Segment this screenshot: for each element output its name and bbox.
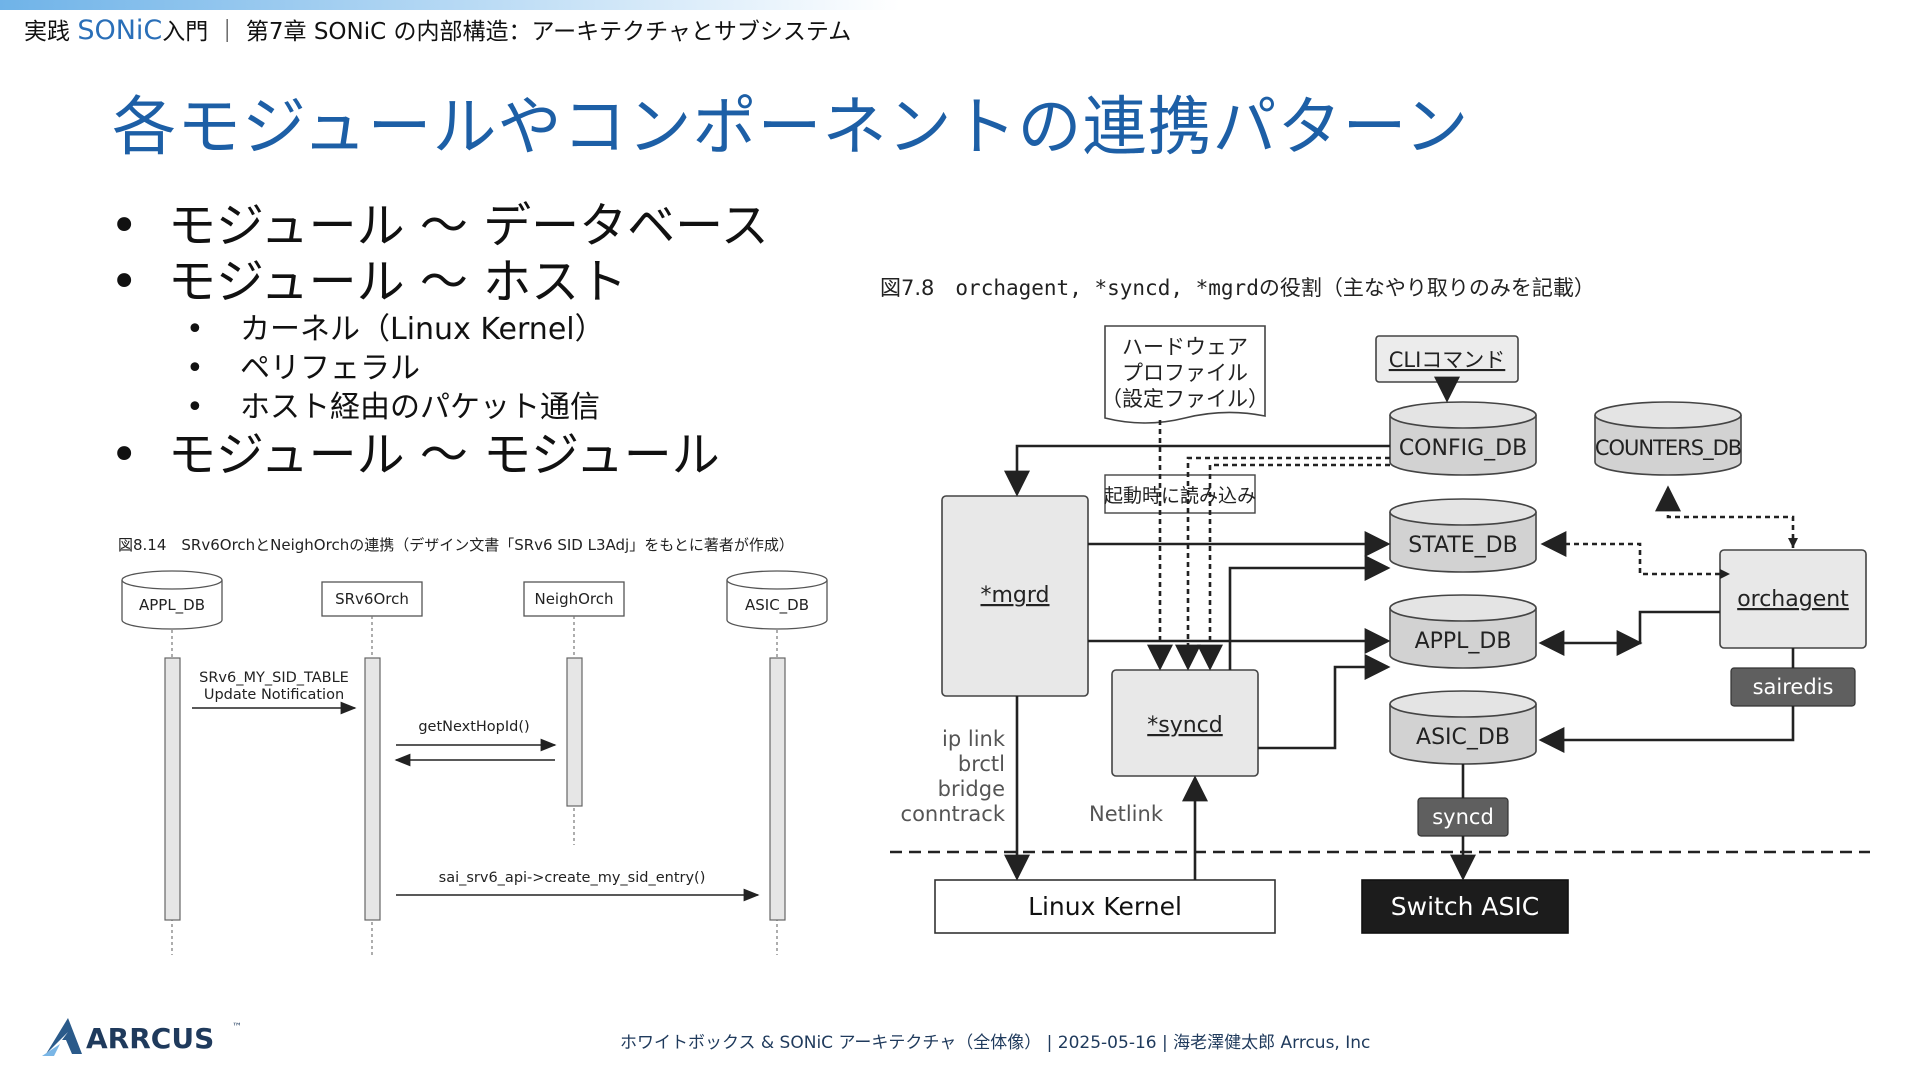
dashed-connectors <box>1147 420 1795 671</box>
host-tool-bridge: bridge <box>938 777 1005 801</box>
seq-participant-appl-db: APPL_DB <box>121 570 223 630</box>
bullet-item: モジュール 〜 ホスト <box>108 254 808 310</box>
netlink-label: Netlink <box>1089 802 1164 826</box>
host-tool-brctl: brctl <box>958 752 1005 776</box>
switch-asic-box: Switch ASIC <box>1361 879 1569 934</box>
host-tool-ip-link: ip link <box>942 727 1006 751</box>
hardware-profile-doc: ハードウェア プロファイル （設定ファイル） <box>1101 325 1269 424</box>
fig-right-caption: 図7.8 orchagent, *syncd, *mgrdの役割（主なやり取りの… <box>880 272 1595 302</box>
arrowhead-orch-counters <box>1788 538 1798 548</box>
seq-participant-asic-db: ASIC_DB <box>726 570 828 630</box>
counters-db-cylinder: COUNTERS_DB <box>1594 401 1742 476</box>
seq-label-srv6orch: SRv6Orch <box>335 590 409 608</box>
cli-command-box: CLIコマンド <box>1375 335 1519 383</box>
header-brand: SONiC <box>77 15 163 46</box>
hw-profile-line1: ハードウェア <box>1122 335 1248 359</box>
config-db-label: CONFIG_DB <box>1399 436 1527 461</box>
sairedis-label: sairedis <box>1753 675 1834 699</box>
seq-label-neighorch: NeighOrch <box>534 590 613 608</box>
bullet-item: モジュール 〜 モジュール <box>108 427 808 483</box>
cli-command-label: CLIコマンド <box>1389 348 1506 372</box>
slide-title: 各モジュールやコンポーネントの連携パターン <box>112 91 1470 165</box>
fig-right-caption-prefix: 図7.8 <box>880 276 956 300</box>
seq-participant-srv6orch: SRv6Orch <box>321 581 423 617</box>
asic-db-cylinder: ASIC_DB <box>1389 690 1537 765</box>
linux-kernel-box: Linux Kernel <box>934 879 1276 934</box>
appl-db-label: APPL_DB <box>1415 629 1512 654</box>
logo-tm: ™ <box>232 1022 242 1033</box>
arrowhead-orch-statedb <box>1720 569 1730 579</box>
syncd-module-label: *syncd <box>1147 713 1223 738</box>
seq-msg1-line1: SRv6_MY_SID_TABLE <box>199 670 349 686</box>
seq-lifelines <box>171 616 778 955</box>
slide-footer: ホワイトボックス & SONiC アーキテクチャ（全体像） | 2025-05-… <box>620 1033 1371 1053</box>
seq-participant-neighorch: NeighOrch <box>523 581 625 617</box>
seq-activations <box>164 657 786 921</box>
sub-bullet-item: ホスト経由のパケット通信 <box>108 388 808 427</box>
mgrd-label: *mgrd <box>980 583 1049 608</box>
counters-db-label: COUNTERS_DB <box>1595 436 1741 461</box>
hw-profile-line2: プロファイル <box>1122 361 1248 385</box>
mgrd-module-box: *mgrd <box>941 495 1089 697</box>
orchagent-label: orchagent <box>1737 587 1849 612</box>
seq-label-asic-db: ASIC_DB <box>745 596 809 615</box>
arrowhead-orch-appldb <box>1541 638 1551 648</box>
header-prefix: 実践 <box>24 19 78 45</box>
header-suffix: 入門 ｜ 第7章 SONiC の内部構造：アーキテクチャとサブシステム <box>162 19 852 45</box>
logo-text: ARRCUS <box>86 1022 214 1055</box>
arrcus-logo: ARRCUS ™ <box>42 1018 242 1056</box>
hw-profile-line3: （設定ファイル） <box>1101 387 1269 411</box>
sequence-diagram: APPL_DB SRv6Orch NeighOrch ASIC_DB SRv6_… <box>121 570 828 955</box>
sub-bullet-item: ペリフェラル <box>108 349 808 388</box>
slide-header: 実践 SONiC入門 ｜ 第7章 SONiC の内部構造：アーキテクチャとサブシ… <box>24 12 851 46</box>
asic-db-label: ASIC_DB <box>1416 725 1510 750</box>
syncd-module-box: *syncd <box>1111 669 1259 777</box>
appl-db-cylinder: APPL_DB <box>1389 594 1537 669</box>
seq-msg2-label: getNextHopId() <box>418 719 529 735</box>
bullet-list: モジュール 〜 データベース モジュール 〜 ホスト カーネル（Linux Ke… <box>108 198 808 483</box>
boot-read-box: 起動時に読み込み <box>1104 474 1256 514</box>
fig-right-caption-mono: orchagent, *syncd, *mgrd <box>955 276 1259 300</box>
host-tool-conntrack: conntrack <box>901 802 1006 826</box>
sairedis-box: sairedis <box>1730 667 1856 707</box>
linux-kernel-label: Linux Kernel <box>1028 892 1182 921</box>
top-accent-bar <box>0 0 900 10</box>
state-db-label: STATE_DB <box>1408 533 1517 558</box>
architecture-diagram: ハードウェア プロファイル （設定ファイル） CLIコマンド CONFIG_DB… <box>890 325 1870 934</box>
connectors <box>1004 376 1795 881</box>
boot-read-label: 起動時に読み込み <box>1104 485 1256 507</box>
switch-asic-label: Switch ASIC <box>1391 892 1539 921</box>
bullet-item: モジュール 〜 データベース <box>108 198 808 254</box>
seq-msg3-label: sai_srv6_api->create_my_sid_entry() <box>439 870 706 886</box>
syncd-label: syncd <box>1432 805 1494 829</box>
fig-right-caption-suffix: の役割（主なやり取りのみを記載） <box>1258 276 1595 300</box>
fig-left-caption: 図8.14 SRv6OrchとNeighOrchの連携（デザイン文書「SRv6 … <box>118 536 794 554</box>
orchagent-module-box: orchagent <box>1719 549 1867 649</box>
seq-msg1-line2: Update Notification <box>204 687 344 703</box>
sub-bullet-item: カーネル（Linux Kernel） <box>108 310 808 349</box>
syncd-box: syncd <box>1417 797 1509 837</box>
seq-label-appl-db: APPL_DB <box>139 596 205 615</box>
state-db-cylinder: STATE_DB <box>1389 498 1537 573</box>
config-db-cylinder: CONFIG_DB <box>1389 401 1537 476</box>
